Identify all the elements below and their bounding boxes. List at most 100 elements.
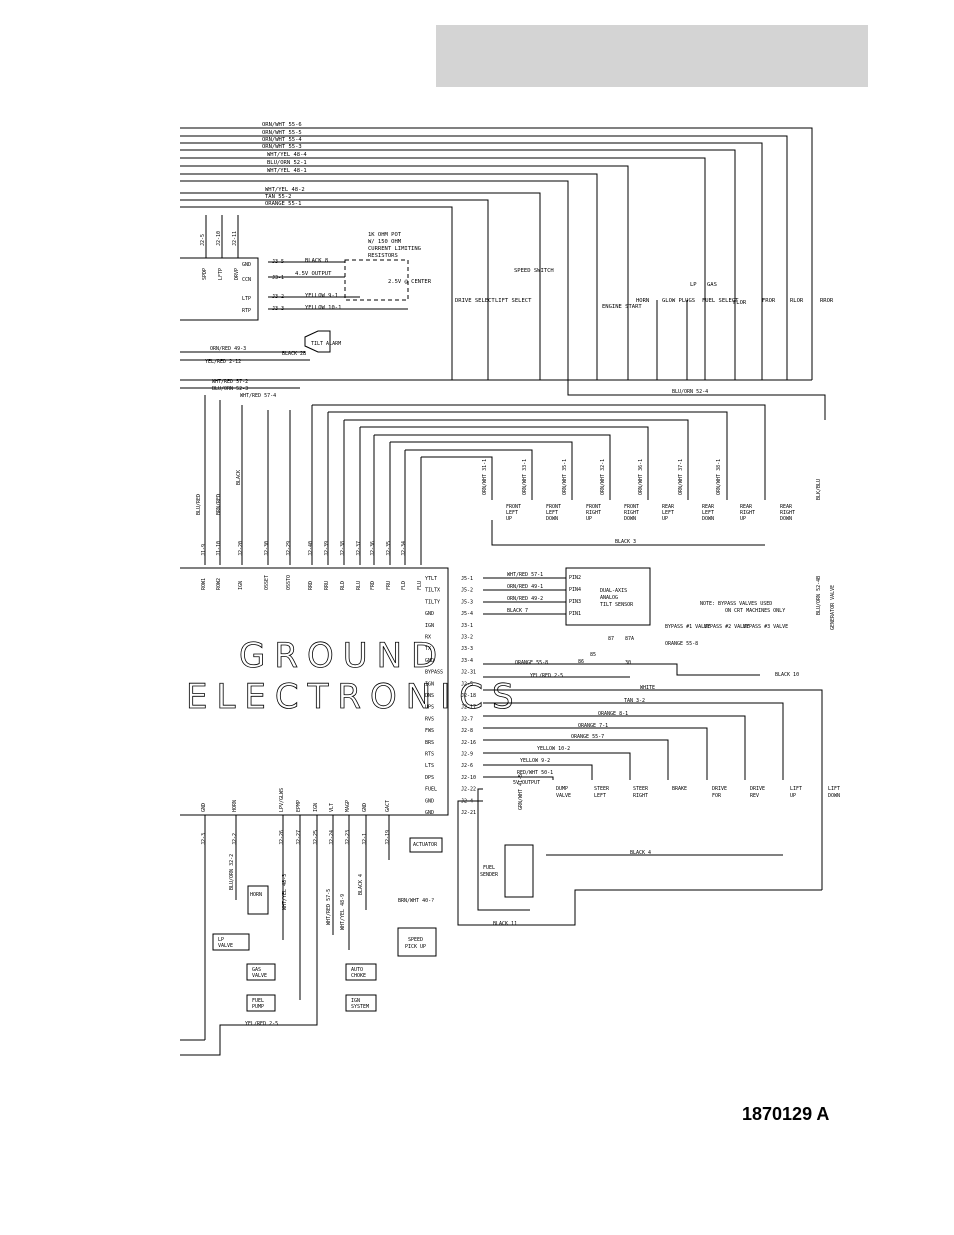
speed-pickup-label: PICK UP	[405, 944, 426, 950]
wheel-valve-label: RIGHT	[624, 510, 639, 516]
engine-wire: YEL/RED 2-5	[245, 1021, 278, 1027]
right-signal: IGN	[425, 681, 434, 687]
output-wire: WHITE	[640, 685, 655, 691]
right-signal: IGN	[425, 623, 434, 629]
j3-pin: J3-2	[272, 294, 284, 300]
valve-wire: ORN/WHT 38-1	[716, 459, 722, 495]
sensor-pin: PIN3	[569, 599, 581, 605]
bottom-signal: FLD	[401, 581, 407, 590]
right-signal: UPS	[425, 705, 434, 711]
bottom-signal: OSSET	[264, 575, 270, 590]
wheel-valve-label: REAR	[662, 504, 675, 510]
bypass-wire: BLACK 10	[775, 672, 799, 678]
output-wire: RED/WHT 50-1	[517, 770, 553, 776]
output-wire: YELLOW 10-2	[537, 746, 570, 752]
bottom-connector: J2-29	[286, 541, 292, 556]
top-connector: J2-10	[216, 231, 222, 246]
right-signal: GND	[425, 658, 434, 664]
pot-label: 4.5V OUTPUT	[295, 271, 332, 277]
mid-wire-label: TAN 55-2	[265, 194, 292, 200]
pot-label: BLACK 8	[305, 258, 328, 264]
output-wire: ORANGE 8-1	[598, 711, 628, 717]
right-pin: J2-16	[461, 740, 476, 746]
engine-pin: J2-23	[345, 830, 351, 845]
right-pin: J5-1	[461, 576, 473, 582]
valve-wire: ORN/WHT 31-1	[482, 459, 488, 495]
right-pin: J5-4	[461, 611, 473, 617]
right-signal: FWS	[425, 728, 434, 734]
output-valve-label: STEER	[633, 786, 649, 792]
top-connector: J2-5	[200, 234, 206, 246]
top-connector-signal: SPDP	[202, 268, 208, 280]
wheel-valve-label: DOWN	[624, 516, 636, 522]
right-pin: J2-21	[461, 810, 476, 816]
drawing-number: 1870129 A	[742, 1104, 830, 1124]
tilt-alarm-label: TILT ALARM	[311, 341, 341, 347]
engine-wire: BLACK 4	[358, 874, 364, 895]
right-pin: J5-3	[461, 599, 473, 605]
engine-component: AUTO	[351, 967, 363, 973]
row-wire: BLACK	[236, 470, 242, 485]
right-pin: J2-8	[461, 728, 473, 734]
bottom-signal: OSSTO	[286, 575, 292, 590]
switch-label: GLOW PLUGS	[662, 298, 695, 304]
bottom-connector: J2-40	[308, 541, 314, 556]
wheel-valve-label: RIGHT	[586, 510, 601, 516]
sensor-pin: PIN2	[569, 575, 581, 581]
output-valve-label: UP	[790, 793, 796, 799]
lower-wire: WHT/RED 57-4	[240, 393, 276, 399]
engine-pin: J2-3	[201, 833, 207, 845]
relay-label: 87	[608, 636, 614, 642]
wheel-valve-label: UP	[662, 516, 668, 522]
top-wire-label: ORN/WHT 55-3	[262, 144, 302, 150]
wheel-valve-label: RIGHT	[780, 510, 795, 516]
actuator-label: ACTUATOR	[413, 842, 438, 848]
engine-pin: J2-26	[279, 830, 285, 845]
wheel-valve-label: LEFT	[546, 510, 558, 516]
right-pin: J2-17	[461, 705, 476, 711]
valve-wire: ORN/WHT 37-1	[678, 459, 684, 495]
bottom-connector: J2-37	[356, 541, 362, 556]
engine-component: VALVE	[218, 943, 233, 949]
right-pin: J2-5	[461, 681, 473, 687]
wheel-valve-label: FRONT	[546, 504, 561, 510]
sensor-wire: WHT/RED 57-1	[507, 572, 543, 578]
switch-label: LIFT SELECT	[495, 298, 532, 304]
alarm-wire: YEL/RED 2-12	[205, 359, 241, 365]
pot-label: YELLOW 9-1	[305, 293, 338, 299]
right-pin: J2-9	[461, 752, 473, 758]
valve-wire: ORN/WHT 32-1	[600, 459, 606, 495]
bottom-connector: J2-39	[324, 541, 330, 556]
j3-pin: J3-3	[272, 306, 284, 312]
right-signal: BRS	[425, 740, 434, 746]
output-valve-label: FOR	[712, 793, 722, 799]
fuel-sender-label: FUEL	[483, 865, 495, 871]
right-signal: FUEL	[425, 787, 437, 793]
engine-signal: GND	[201, 803, 207, 812]
bottom-connector: J2-38	[340, 541, 346, 556]
right-signal: TILTX	[425, 588, 440, 594]
left-signal: GND	[242, 262, 251, 268]
wheel-valve-label: FRONT	[624, 504, 639, 510]
bottom-connector: J1-10	[216, 541, 222, 556]
lower-wire: BLU/ORN 52-3	[212, 386, 248, 392]
switch-label: HORN	[636, 298, 649, 304]
engine-signal: GND	[362, 803, 368, 812]
switch-label: SPEED SWITCH	[514, 268, 554, 274]
wheel-valve-label: LEFT	[702, 510, 714, 516]
bottom-connector: J2-35	[386, 541, 392, 556]
wheel-valve-label: DOWN	[702, 516, 714, 522]
output-valve-label: RIGHT	[633, 793, 648, 799]
bypass-note: ON CRT MACHINES ONLY	[725, 608, 785, 614]
top-wire-label: ORN/WHT 55-6	[262, 122, 302, 128]
engine-component: FUEL	[252, 998, 264, 1004]
right-signal: RTS	[425, 752, 434, 758]
output-valve-label: DRIVE	[750, 786, 765, 792]
wheel-valve-label: FRONT	[506, 504, 521, 510]
bottom-connector: J1-9	[201, 544, 207, 556]
bypass-note: NOTE: BYPASS VALVES USED	[700, 601, 772, 607]
header-bar	[436, 25, 868, 87]
right-pin: J2-4	[461, 798, 473, 804]
sensor-wire: ORN/RED 49-2	[507, 596, 543, 602]
wheel-valve-label: LEFT	[506, 510, 518, 516]
